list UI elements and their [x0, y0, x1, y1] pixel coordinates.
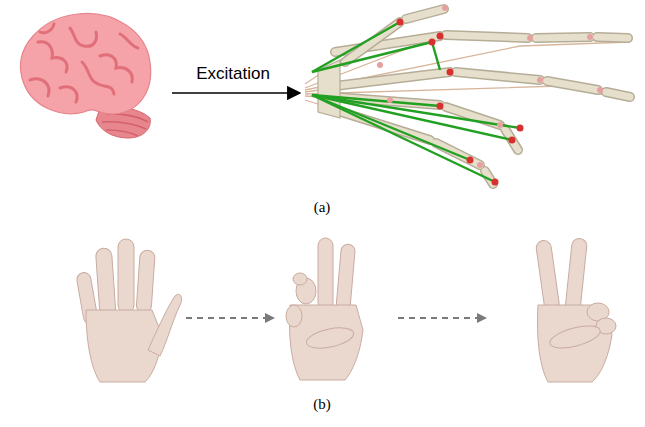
- panel-label: (b): [313, 396, 331, 413]
- marker-dot: [447, 69, 454, 76]
- marker-dot: [437, 103, 444, 110]
- thumb: [305, 324, 356, 352]
- green-muscle: [312, 95, 440, 106]
- finger: [535, 240, 560, 313]
- dashed-arrow: [186, 317, 274, 319]
- marker-dot: [377, 62, 383, 68]
- green-muscles: [312, 22, 520, 182]
- bone-outline: [335, 72, 630, 97]
- marker-dot: [442, 5, 448, 11]
- marker-dot: [537, 77, 543, 83]
- marker-dot: [429, 39, 436, 46]
- finger: [136, 250, 155, 314]
- thumb: [148, 294, 182, 356]
- thumb: [548, 322, 603, 353]
- thumb-bone: [345, 9, 444, 62]
- marker-dot: [527, 35, 533, 41]
- cerebrum: [21, 13, 151, 114]
- marker-dot: [387, 97, 393, 103]
- marker-dot: [497, 122, 503, 128]
- brain-groove: [30, 24, 138, 102]
- panel-label: (a): [314, 199, 331, 216]
- marker-dot: [477, 162, 483, 168]
- finger: [118, 239, 134, 313]
- open-hand: [76, 239, 182, 382]
- marker-dot: [397, 19, 404, 26]
- finger: [95, 248, 116, 317]
- muscle-lines: [305, 8, 632, 167]
- curled-finger: [286, 305, 302, 327]
- excitation-arrow: [172, 92, 300, 94]
- green-muscle: [312, 22, 400, 72]
- fingertip: [293, 273, 307, 285]
- dashed-arrow: [398, 317, 486, 319]
- finger: [318, 238, 333, 310]
- green-muscle: [312, 95, 470, 160]
- green-muscle: [312, 95, 512, 140]
- cerebellum-groove: [102, 114, 148, 136]
- finger: [565, 238, 588, 313]
- marker-dot: [509, 137, 516, 144]
- marker-dot: [437, 33, 444, 40]
- marker-dot: [492, 179, 499, 186]
- marker-dot: [467, 157, 474, 164]
- transition-hand: [286, 238, 363, 380]
- hand-model: [305, 5, 632, 186]
- marker-dot: [517, 125, 524, 132]
- excitation-label: Excitation: [196, 64, 270, 84]
- v-sign-hand: [535, 238, 616, 382]
- bone-outline: [345, 9, 444, 62]
- green-muscle: [312, 95, 495, 182]
- finger: [336, 244, 356, 311]
- bones: [318, 9, 630, 184]
- green-muscle: [312, 42, 432, 72]
- brain-icon: [21, 13, 151, 138]
- finger-bone: [335, 72, 630, 97]
- green-muscle: [432, 42, 440, 70]
- marker-dots: [377, 5, 603, 186]
- green-muscle: [312, 95, 520, 128]
- marker-dot: [587, 34, 593, 40]
- marker-dot: [597, 87, 603, 93]
